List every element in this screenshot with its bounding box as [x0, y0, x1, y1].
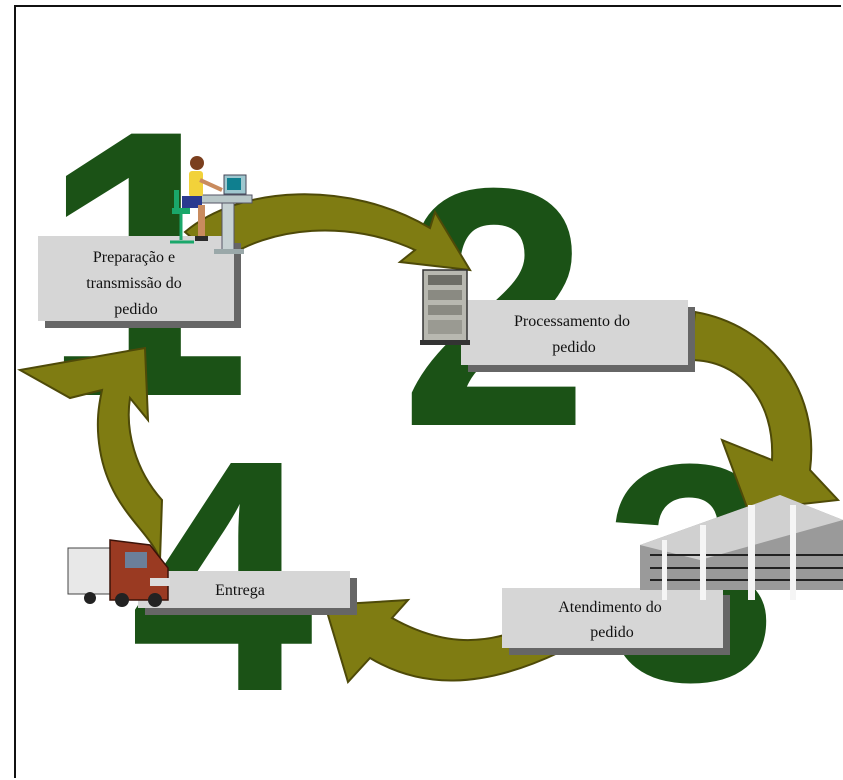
- step-1-label-line-2: transmissão do: [86, 275, 182, 292]
- step-2-label-line-2: pedido: [552, 339, 596, 356]
- step-1-box: Preparação e transmissão do pedido: [38, 236, 241, 328]
- step-2-label-line-1: Processamento do: [514, 313, 630, 330]
- arrow-2-to-3: [688, 310, 841, 512]
- delivery-truck-icon: [67, 539, 170, 607]
- step-1-label-line-1: Preparação e: [93, 249, 175, 266]
- arrow-1-to-2: [183, 193, 472, 272]
- step-3-label-line-1: Atendimento do: [558, 599, 662, 616]
- svg-text:Entrega: Entrega: [215, 582, 265, 599]
- warehouse-building-icon: [640, 495, 843, 600]
- step-3-label-line-2: pedido: [590, 624, 634, 641]
- computer-user-icon: [170, 156, 253, 254]
- step-3-box: Atendimento do pedido: [502, 588, 730, 655]
- arrow-3-to-4: [323, 598, 563, 684]
- arrow-4-to-1: [17, 346, 164, 561]
- server-icon: [420, 269, 470, 345]
- step-4-label-line-1: Entrega: [215, 582, 265, 599]
- step-4-box: Entrega: [138, 571, 357, 615]
- step-1-label-line-3: pedido: [114, 301, 158, 318]
- svg-text:Preparação e transmissão: Preparação e transmissão do pedido: [86, 249, 186, 318]
- step-2-box: Processamento do pedido: [461, 300, 695, 372]
- svg-text:Processamento do pedido: Processamento do pedido: [514, 313, 634, 356]
- svg-text:Atendimento do pedido: Atendimento do pedido: [558, 599, 666, 641]
